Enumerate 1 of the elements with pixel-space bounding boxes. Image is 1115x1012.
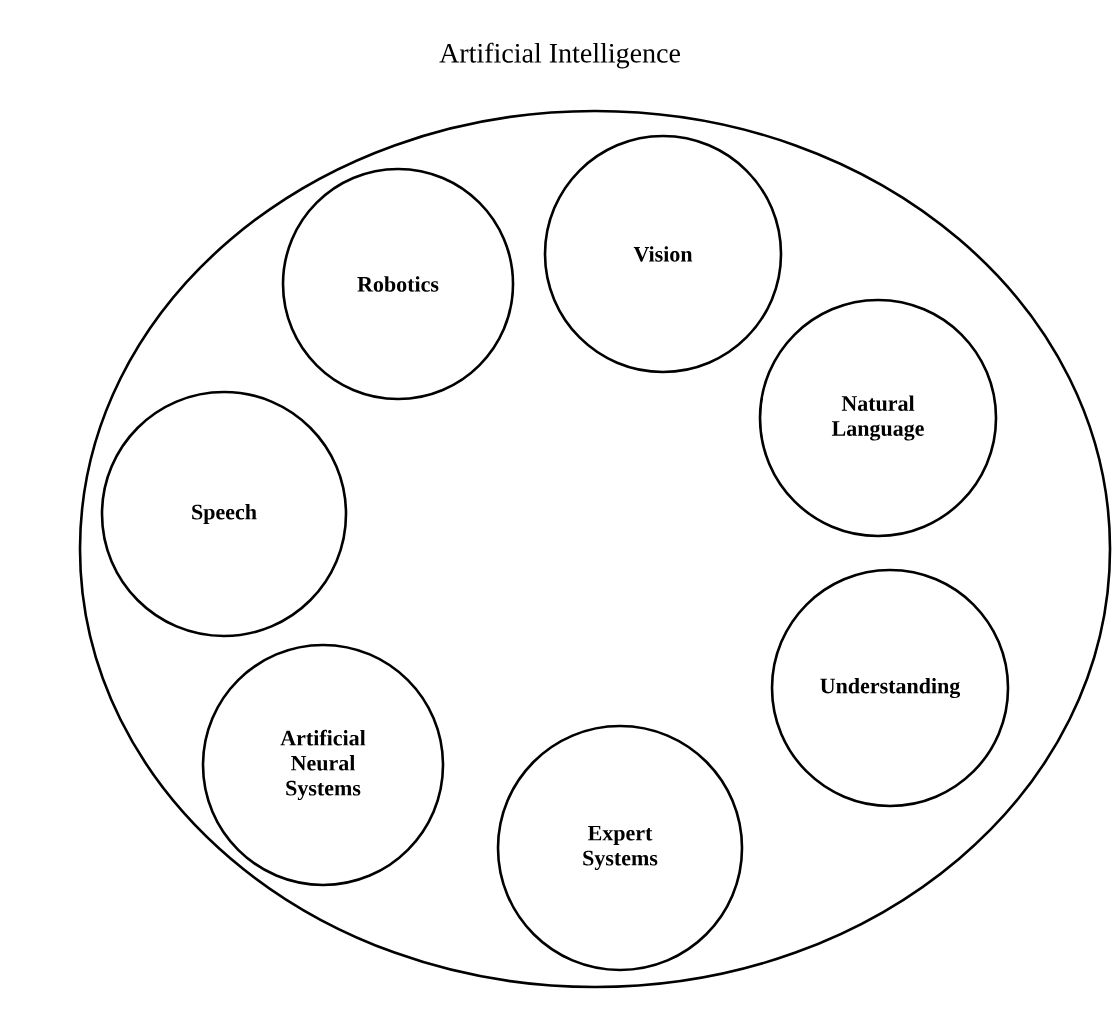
- title: Artificial Intelligence: [439, 42, 680, 69]
